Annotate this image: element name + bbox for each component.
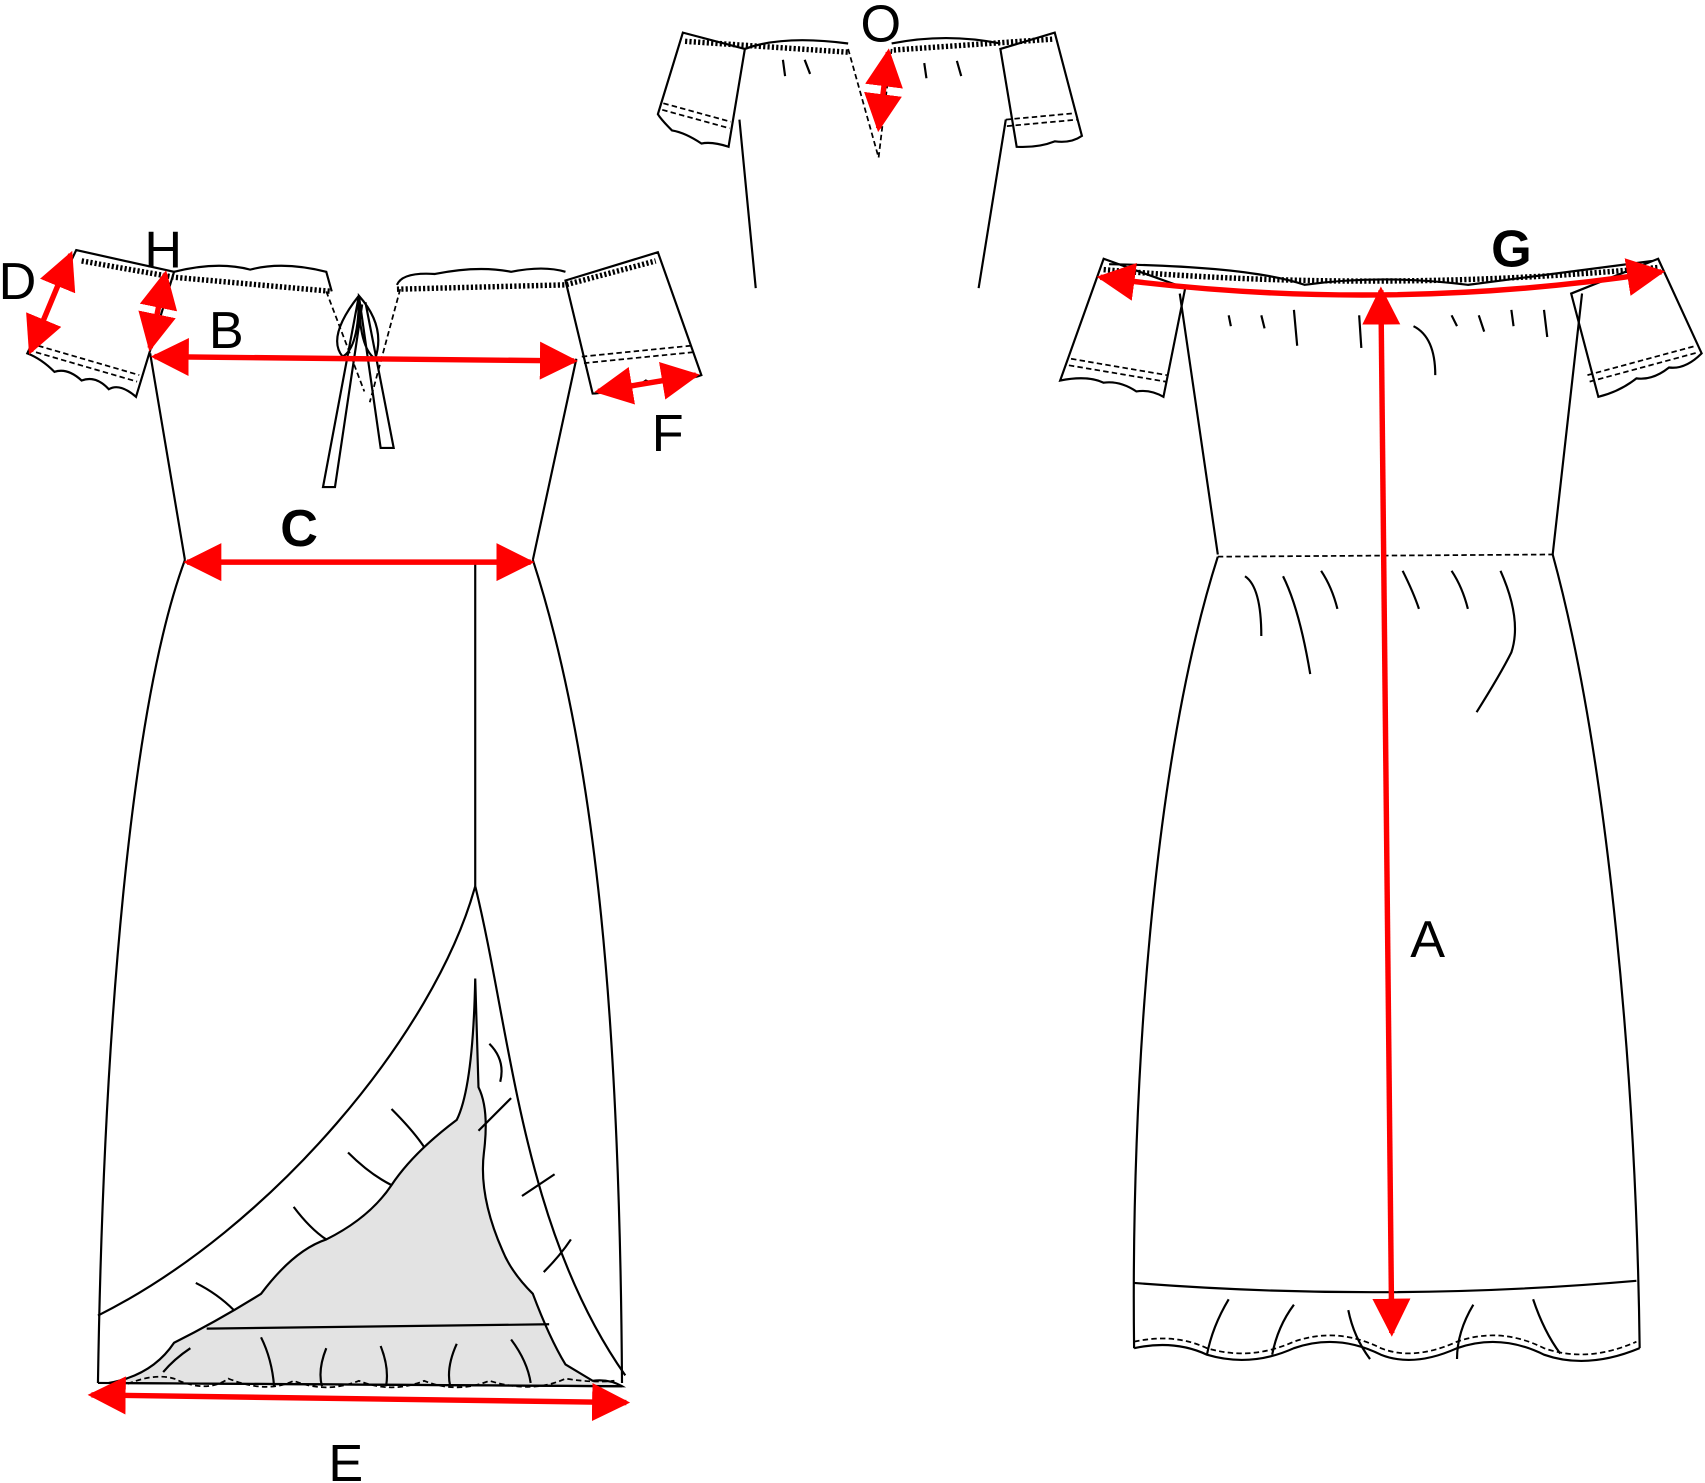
front-view (25, 248, 703, 1389)
label-H: H (144, 221, 182, 279)
tie (321, 292, 396, 489)
right-sleeve (564, 250, 703, 395)
label-O: O (860, 0, 901, 53)
label-D: D (0, 253, 36, 311)
arrow-O (864, 48, 903, 133)
label-A: A (1410, 911, 1445, 969)
measurement-labels: D H B F C E O G A (0, 0, 1532, 1483)
label-E: E (328, 1435, 363, 1483)
bodice (149, 353, 578, 561)
measurement-arrows (26, 48, 1666, 1422)
arrow-B (150, 337, 578, 380)
label-F: F (652, 405, 684, 463)
left-sleeve (25, 248, 176, 399)
arrow-E (87, 1376, 631, 1422)
label-B: B (209, 302, 244, 360)
label-G: G (1491, 220, 1532, 278)
arrow-H (138, 270, 178, 352)
wrap-flap (97, 885, 627, 1376)
arrow-D (26, 250, 76, 355)
label-C: C (280, 500, 318, 558)
lining (108, 978, 627, 1388)
arrow-F (594, 361, 700, 405)
arrow-A (1362, 286, 1411, 1337)
neckline-detail-view (656, 31, 1084, 289)
